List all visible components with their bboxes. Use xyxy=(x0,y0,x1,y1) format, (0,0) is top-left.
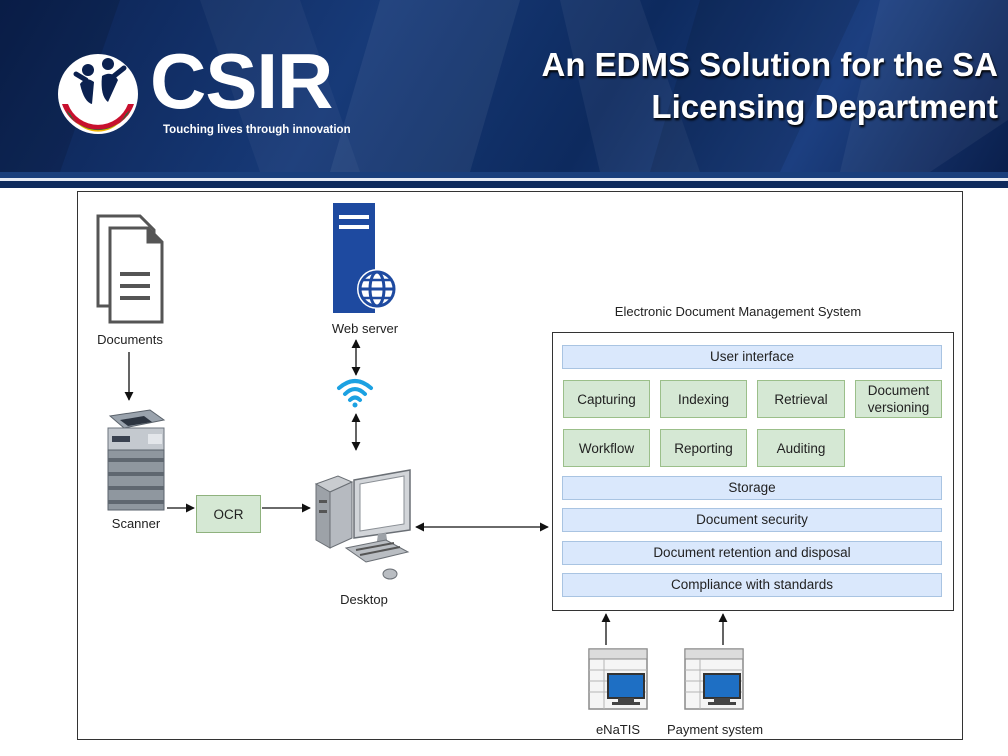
enatis-label: eNaTIS xyxy=(595,722,641,737)
header-banner: CSIR Touching lives through innovation A… xyxy=(0,0,1008,172)
module-indexing: Indexing xyxy=(660,380,747,418)
header-stripe-dark xyxy=(0,172,1008,178)
page-title-line-1: An EDMS Solution for the SA xyxy=(541,46,998,83)
module-document-versioning-line-1: Document xyxy=(867,383,930,398)
enatis-system-icon xyxy=(588,648,648,710)
documents-icon xyxy=(96,214,164,324)
header-stripe-navy xyxy=(0,181,1008,188)
web-server-label: Web server xyxy=(331,321,399,336)
desktop-computer-icon xyxy=(314,469,411,580)
brand-name: CSIR xyxy=(150,37,333,125)
layer-retention-disposal: Document retention and disposal xyxy=(562,541,942,565)
layer-compliance: Compliance with standards xyxy=(562,573,942,597)
module-workflow: Workflow xyxy=(563,429,650,467)
layer-document-security: Document security xyxy=(562,508,942,532)
ocr-box: OCR xyxy=(196,495,261,533)
module-auditing: Auditing xyxy=(757,429,845,467)
scanner-label: Scanner xyxy=(111,516,161,531)
page-title: An EDMS Solution for the SA Licensing De… xyxy=(438,44,998,128)
module-document-versioning-line-2: versioning xyxy=(867,400,930,415)
module-reporting: Reporting xyxy=(660,429,747,467)
header-decor-pattern xyxy=(0,0,1008,172)
desktop-label: Desktop xyxy=(340,592,388,607)
edms-title: Electronic Document Management System xyxy=(614,304,862,319)
web-server-icon xyxy=(333,203,397,313)
header-stripe-light xyxy=(0,178,1008,181)
layer-storage: Storage xyxy=(562,476,942,500)
layer-user-interface: User interface xyxy=(562,345,942,369)
module-document-versioning: Document versioning xyxy=(855,380,942,418)
scanner-icon xyxy=(107,409,166,511)
documents-label: Documents xyxy=(97,332,163,347)
payment-system-label: Payment system xyxy=(666,722,764,737)
wifi-icon xyxy=(337,379,373,408)
module-retrieval: Retrieval xyxy=(757,380,845,418)
payment-system-icon xyxy=(684,648,744,710)
csir-logo-emblem xyxy=(58,54,138,134)
page-title-line-2: Licensing Department xyxy=(651,88,998,125)
brand-tagline: Touching lives through innovation xyxy=(163,124,351,136)
module-capturing: Capturing xyxy=(563,380,650,418)
